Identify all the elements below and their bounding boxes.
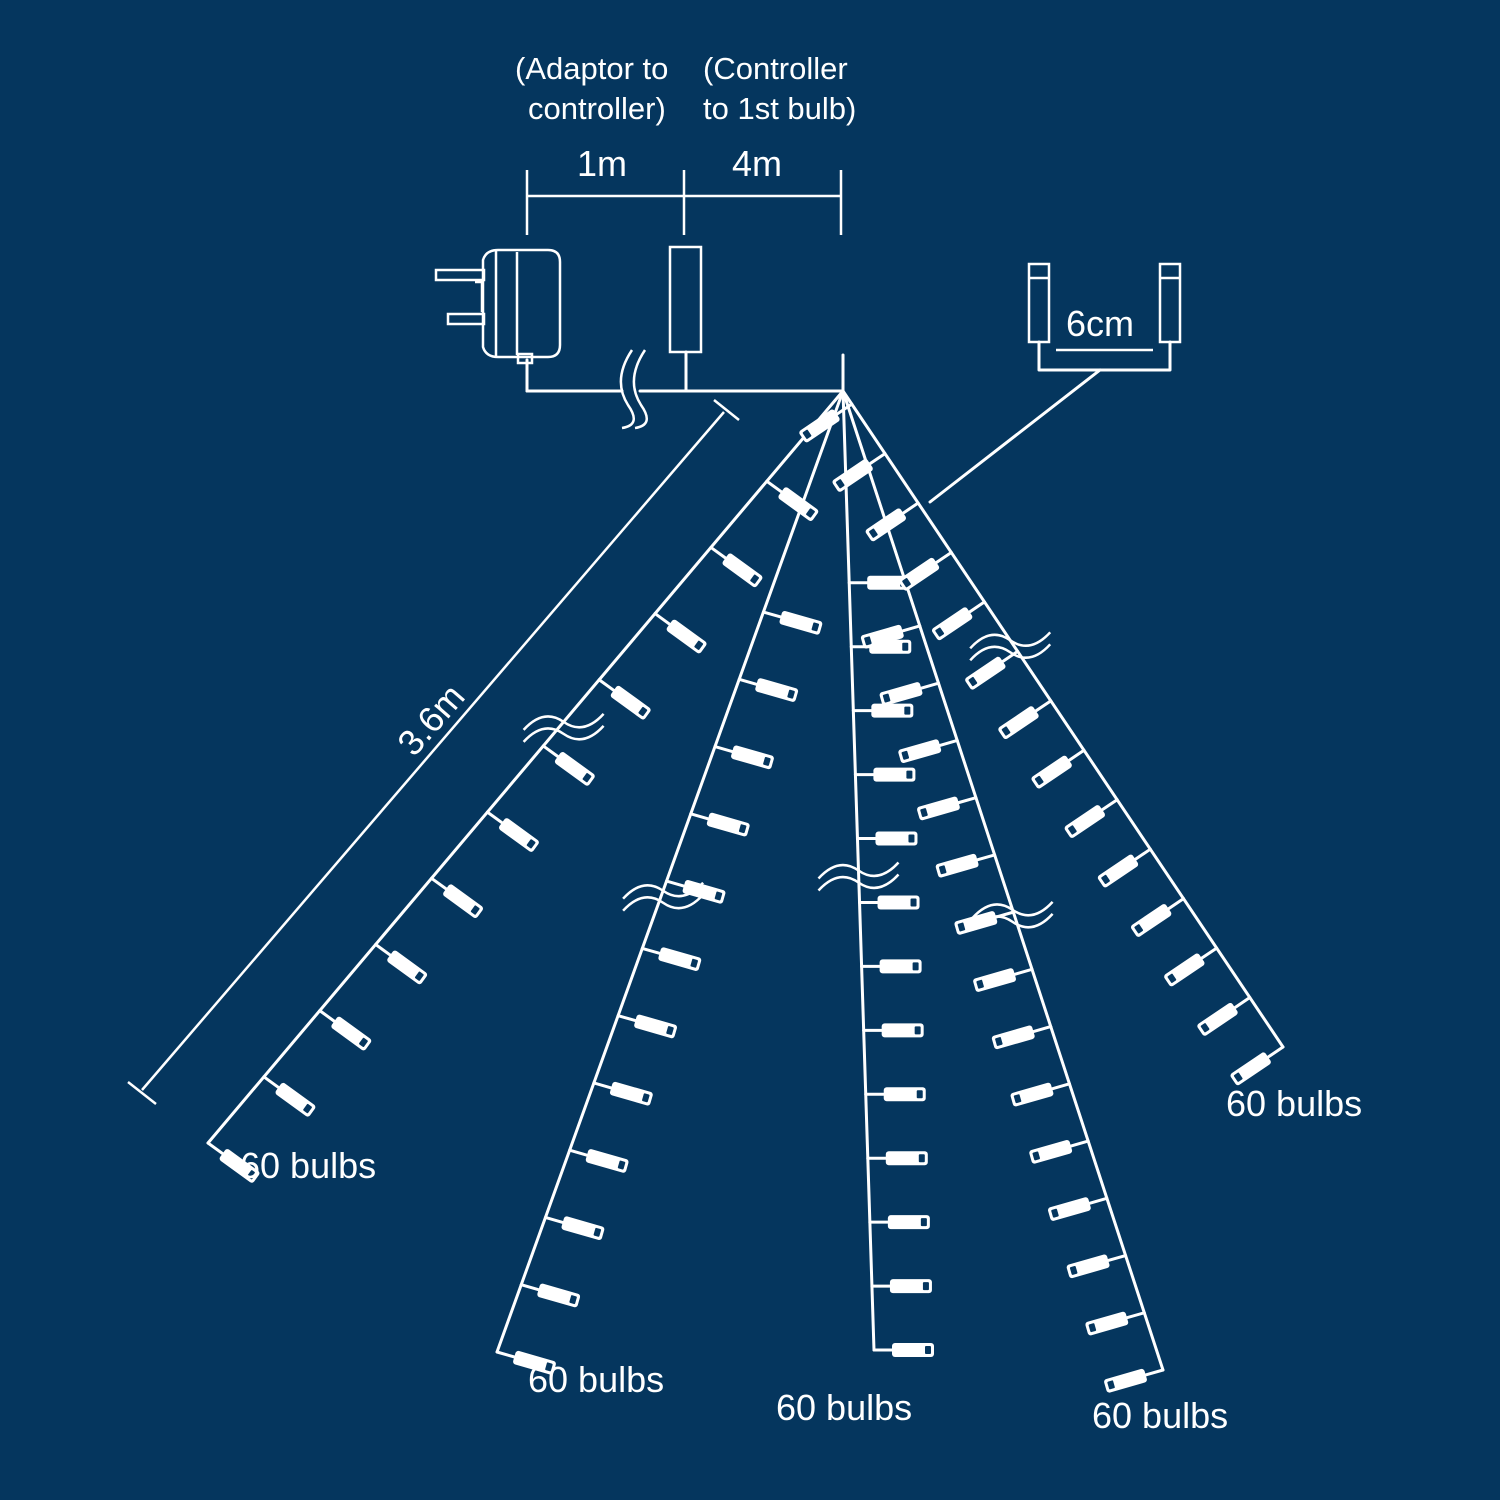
adaptor-controller-label-line2: controller) bbox=[528, 91, 666, 126]
controller-bulb-label-line2: to 1st bulb) bbox=[703, 91, 856, 126]
bulb-icon bbox=[597, 678, 651, 720]
bulb-icon bbox=[868, 1215, 930, 1230]
strand-4 bbox=[841, 389, 1165, 1393]
bulb-icon bbox=[866, 1151, 928, 1166]
bulb-icon bbox=[864, 1087, 926, 1102]
bulb-icon bbox=[855, 831, 918, 846]
bulb-icon bbox=[1066, 1254, 1128, 1279]
bulb-icon bbox=[931, 600, 986, 641]
bulb-icon bbox=[318, 1009, 372, 1051]
bulb-spacing-label: 6cm bbox=[1066, 303, 1134, 344]
bulb-icon bbox=[1097, 847, 1152, 888]
feed-cable bbox=[525, 349, 845, 430]
bulb-icon bbox=[485, 810, 539, 852]
bulb-icon bbox=[640, 946, 702, 971]
strand-5 bbox=[799, 389, 1285, 1086]
bulb-icon bbox=[713, 745, 774, 770]
strand-1-label: 60 bulbs bbox=[240, 1145, 376, 1186]
strand-2-label: 60 bulbs bbox=[528, 1359, 664, 1400]
bulb-icon bbox=[872, 1343, 934, 1357]
bulb-icon bbox=[858, 895, 920, 910]
bulb-icon bbox=[1104, 1368, 1165, 1393]
bulb-icon bbox=[653, 612, 707, 654]
bulb-icon bbox=[1164, 946, 1219, 987]
bulb-icon bbox=[1047, 1196, 1109, 1221]
dimension-1m-label: 1m bbox=[577, 143, 627, 184]
cable-break-icon bbox=[817, 861, 900, 892]
bulb-icon bbox=[765, 479, 819, 521]
bulb-icon bbox=[374, 942, 428, 985]
bulb-icon bbox=[799, 402, 854, 443]
bulb-icon bbox=[879, 681, 941, 706]
bulb-spacing-detail bbox=[928, 262, 1182, 504]
bulb-icon bbox=[865, 501, 920, 542]
bulb-icon bbox=[853, 767, 916, 782]
bulb-icon bbox=[495, 1350, 556, 1375]
strand-1 bbox=[206, 389, 845, 1183]
strand-4-label: 60 bulbs bbox=[1092, 1395, 1228, 1436]
dimension-line bbox=[525, 170, 843, 235]
bulb-icon bbox=[862, 1023, 924, 1038]
bulb-icon bbox=[860, 624, 922, 649]
dimension-4m-label: 4m bbox=[732, 143, 782, 184]
bulb-icon bbox=[1197, 996, 1252, 1036]
strand-3-label: 60 bulbs bbox=[776, 1387, 912, 1428]
bulb-icon bbox=[541, 744, 595, 786]
bulb-icon bbox=[1031, 748, 1086, 789]
strand-4-wire bbox=[841, 389, 1165, 1372]
bulb-icon bbox=[1029, 1139, 1090, 1164]
bulb-icon bbox=[898, 738, 959, 763]
bulb-icon bbox=[737, 677, 799, 702]
cable-break-icon bbox=[971, 901, 1054, 931]
bulb-icon bbox=[870, 1279, 932, 1294]
bulb-icon bbox=[998, 699, 1053, 740]
bulb-icon bbox=[689, 812, 750, 837]
cable-break-icon bbox=[969, 631, 1052, 662]
cable-break-icon bbox=[622, 881, 705, 912]
bulb-icon bbox=[206, 1141, 260, 1183]
bulb-icon bbox=[973, 967, 1034, 992]
bulb-icon bbox=[917, 796, 978, 821]
plug-adaptor-icon bbox=[434, 248, 562, 365]
bulb-icon bbox=[860, 959, 922, 974]
strand-5-wire bbox=[841, 389, 1285, 1049]
strand-5-label: 60 bulbs bbox=[1226, 1083, 1362, 1124]
strands-group bbox=[206, 389, 1285, 1393]
bulb-icon bbox=[665, 879, 726, 904]
strand-2-wire bbox=[495, 389, 845, 1354]
strand-length-dimension bbox=[127, 399, 740, 1105]
bulb-icon bbox=[568, 1148, 629, 1173]
cable-break-icon bbox=[522, 713, 605, 743]
bulb-icon bbox=[1010, 1082, 1071, 1107]
bulb-icon bbox=[430, 876, 483, 919]
bulb-icon bbox=[519, 1283, 581, 1308]
bulb-icon bbox=[543, 1215, 605, 1241]
bulb-icon bbox=[991, 1025, 1053, 1050]
bulb-icon bbox=[616, 1014, 677, 1039]
bulb-icon bbox=[709, 545, 763, 588]
bulb-icon bbox=[592, 1081, 653, 1106]
bulb-icon bbox=[262, 1075, 316, 1117]
bulb-icon bbox=[1064, 798, 1119, 838]
controller-bulb-label-line1: (Controller bbox=[703, 51, 848, 86]
bulb-icon bbox=[1230, 1045, 1285, 1086]
bulb-icon bbox=[1131, 897, 1185, 937]
strand-2 bbox=[495, 389, 845, 1375]
strand-1-wire bbox=[206, 389, 845, 1145]
bulb-icon bbox=[832, 452, 887, 492]
adaptor-controller-label-line1: (Adaptor to bbox=[515, 51, 668, 86]
bulb-icon bbox=[1085, 1311, 1146, 1336]
bulb-icon bbox=[851, 703, 914, 718]
bulb-icon bbox=[898, 550, 953, 591]
bulb-icon bbox=[965, 649, 1020, 690]
bulb-icon bbox=[761, 610, 823, 635]
bulb-icon bbox=[935, 853, 997, 878]
